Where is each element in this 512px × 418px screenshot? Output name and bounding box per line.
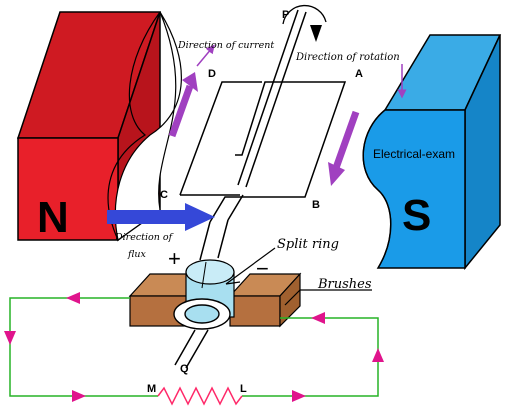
point-d-label: D [208,68,216,80]
direction-of-flux-label-line2: flux [127,249,146,260]
south-magnet: S Electrical-exam [362,34,502,271]
circuit-arrow-top [66,292,80,304]
flux-arrow-head [185,203,215,231]
split-ring [173,259,235,330]
point-c-label: C [160,189,168,201]
split-ring-pointer [225,247,276,285]
current-arrow-left [168,84,194,138]
south-pole-label: S [402,191,431,240]
current-arrow-right [332,110,360,170]
circuit-arrow-bottom-left [72,390,86,402]
north-magnet: N [16,11,182,242]
north-pole-label: N [37,193,69,242]
flux-arrow-body [107,210,187,224]
point-q-label: Q [180,363,189,375]
circuit-arrow-bottom-right [292,390,306,402]
point-b-label: B [312,199,320,211]
armature-coil [179,81,347,261]
circuit-arrow-brush [311,312,325,324]
point-m-label: M [147,383,156,395]
point-p-label: P [282,9,289,21]
direction-of-current-label: Direction of current [177,40,274,51]
split-ring-label: Split ring [277,237,339,252]
current-arrow-left-head [182,72,198,92]
current-label-pointer [196,44,215,67]
rotation-arrowhead [310,25,322,42]
point-l-label: L [240,383,247,395]
plus-sign: + [168,246,181,271]
rotation-arc [282,4,327,25]
direction-of-rotation-label: Direction of rotation [295,52,400,63]
current-arrow-right-head [328,162,345,186]
load-resistor [157,386,243,406]
minus-sign: − [256,256,269,281]
circuit-arrow-right [372,348,384,362]
direction-of-flux-label-line1: Direction of [114,232,174,243]
circuit-arrow-left [4,331,16,345]
point-a-label: A [355,68,363,80]
watermark-text: Electrical-exam [373,147,455,161]
brushes-label: Brushes [317,277,372,292]
shaft [174,9,307,369]
